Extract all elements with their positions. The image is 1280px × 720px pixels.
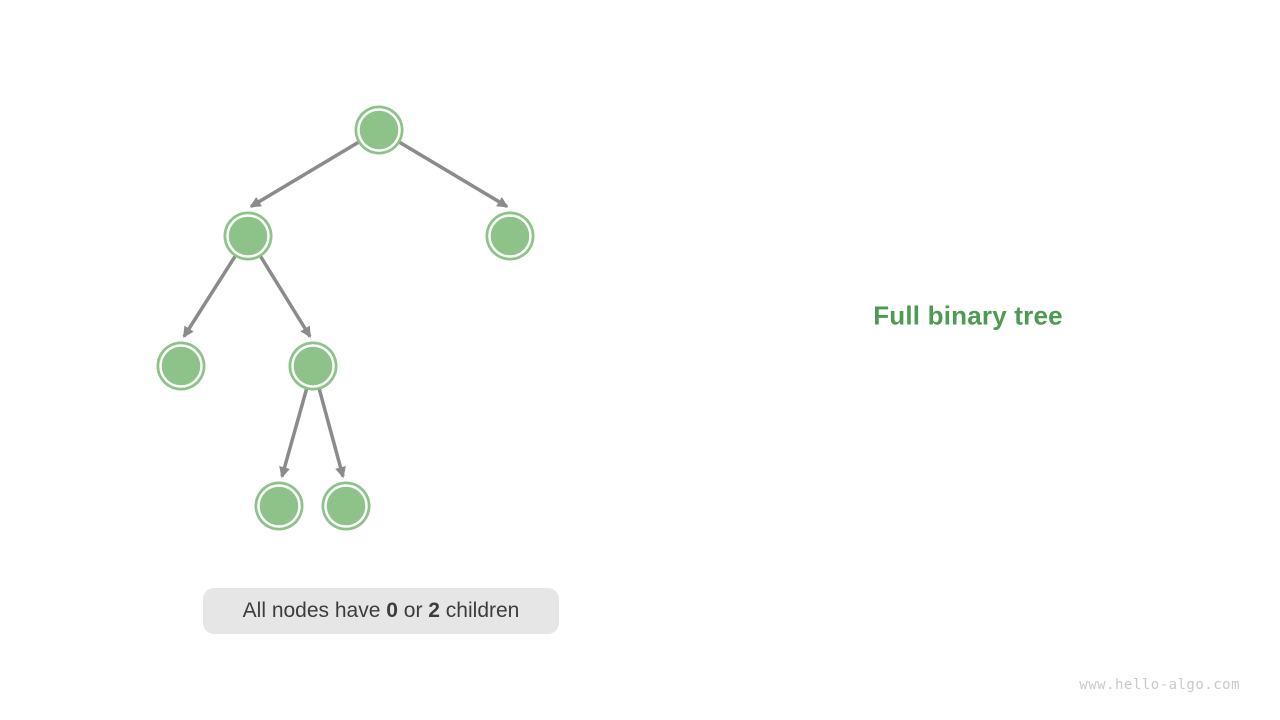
node-inner-ring [357, 108, 401, 152]
diagram-title: Full binary tree [873, 300, 1063, 331]
node-inner-ring [257, 484, 301, 528]
caption-text-middle: or [397, 599, 429, 622]
tree-node [156, 341, 206, 391]
watermark: www.hello-algo.com [1079, 677, 1240, 693]
tree-edge [249, 128, 380, 209]
tree-node [223, 211, 273, 261]
node-inner-ring [291, 344, 335, 388]
tree-node [354, 105, 404, 155]
caption-text-prefix: All nodes have [242, 599, 387, 622]
tree-node [485, 211, 535, 261]
node-inner-ring [324, 484, 368, 528]
caption-text-suffix: children [439, 599, 520, 622]
node-inner-ring [488, 214, 532, 258]
node-inner-ring [226, 214, 270, 258]
tree-node [288, 341, 338, 391]
caption-bold-zero: 0 [386, 599, 398, 622]
caption-bold-two: 2 [428, 599, 440, 622]
tree-edge [378, 128, 509, 209]
caption-box: All nodes have 0 or 2 children [203, 588, 559, 634]
tree-node [321, 481, 371, 531]
node-inner-ring [159, 344, 203, 388]
tree-node [254, 481, 304, 531]
